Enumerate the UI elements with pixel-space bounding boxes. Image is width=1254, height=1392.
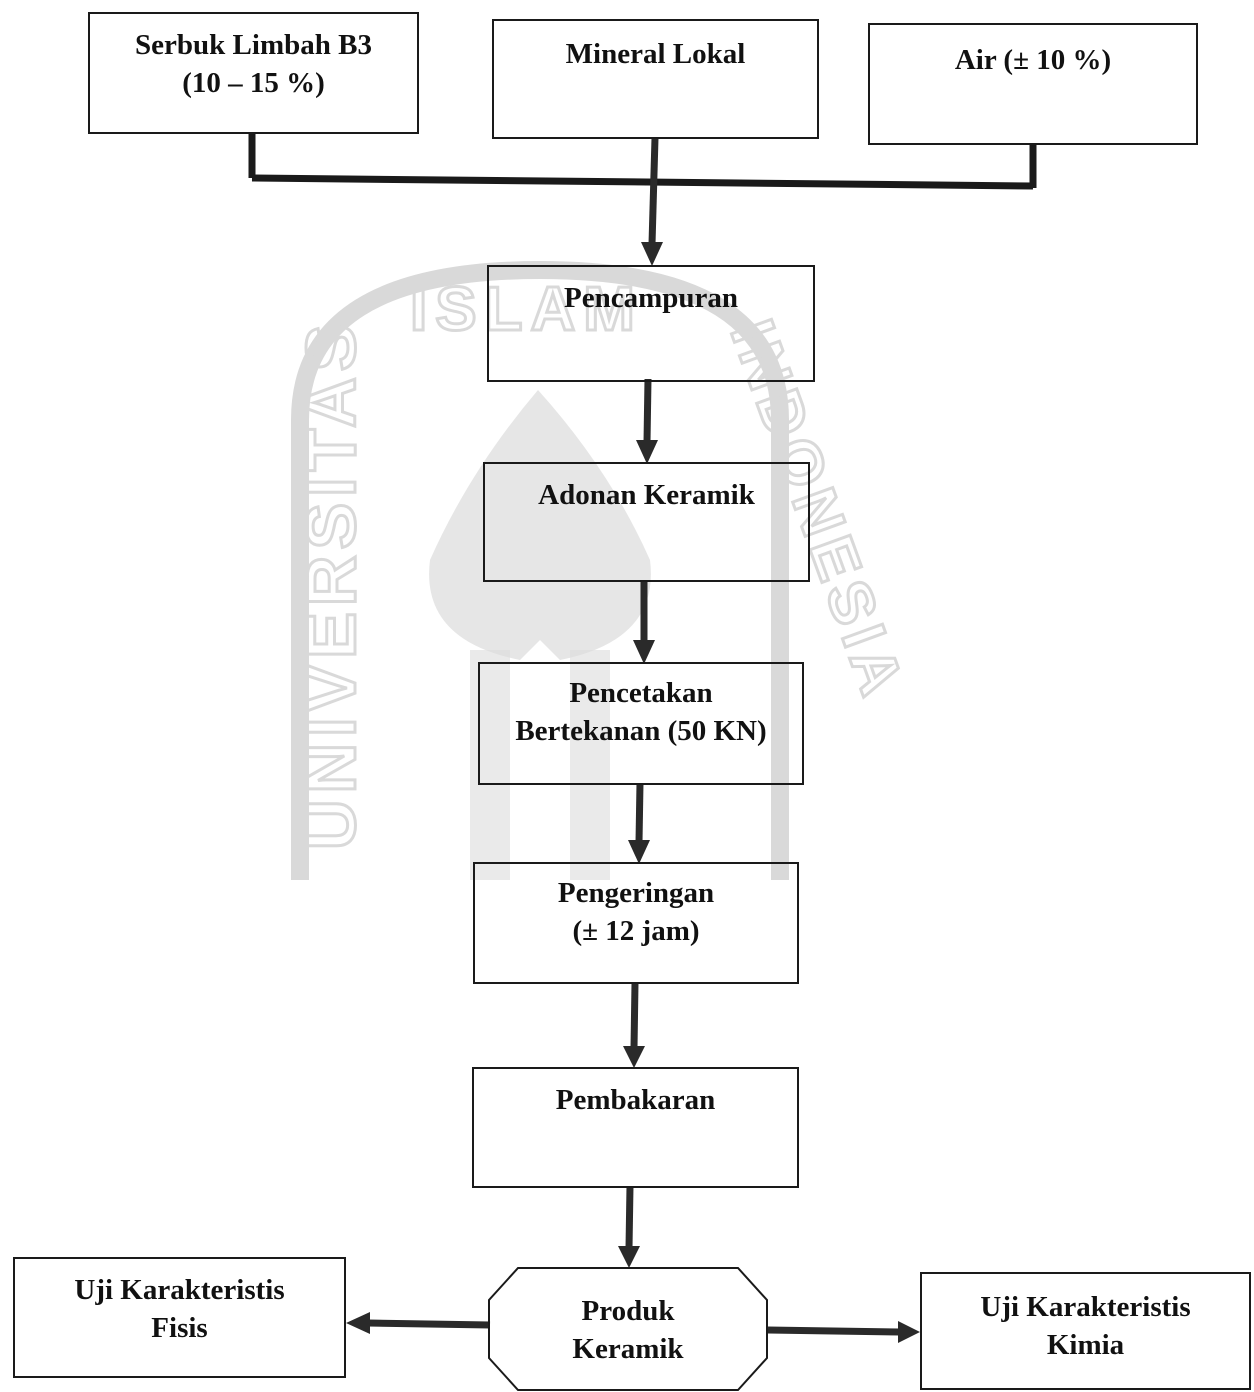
kimia-label-line2: Kimia <box>1046 1329 1125 1361</box>
step-pencetakan-box: Pencetakan Bertekanan (50 KN) <box>478 662 804 785</box>
input-air-box: Air (± 10 %) <box>868 23 1198 145</box>
test-kimia-box: Uji Karakteristis Kimia <box>920 1272 1251 1390</box>
input-serbuk-limbah-box: Serbuk Limbah B3 (10 – 15 %) <box>88 12 419 134</box>
arrowhead-adonan <box>636 440 658 464</box>
pencampuran-label: Pencampuran <box>564 282 738 314</box>
arrowhead-pencetakan <box>633 640 655 664</box>
pengeringan-label-line2: (± 12 jam) <box>572 915 700 947</box>
arrow-to-pengeringan <box>635 782 644 843</box>
step-adonan-keramik-box: Adonan Keramik <box>483 462 810 582</box>
step-pembakaran-box: Pembakaran <box>472 1067 799 1188</box>
connector-merge-bar <box>251 174 1034 190</box>
arrow-to-pembakaran <box>630 982 639 1049</box>
product-keramik-node: Produk Keramik <box>489 1268 767 1390</box>
serbuk-label-line1: Serbuk Limbah B3 <box>135 29 372 61</box>
step-pencampuran-box: Pencampuran <box>487 265 815 382</box>
arrowhead-pengeringan <box>628 840 650 864</box>
arrow-to-produk <box>625 1185 634 1249</box>
arrow-to-fisis <box>367 1319 491 1329</box>
step-pengeringan-box: Pengeringan (± 12 jam) <box>473 862 799 984</box>
adonan-label: Adonan Keramik <box>538 479 755 511</box>
pengeringan-label-line1: Pengeringan <box>557 877 715 909</box>
mineral-label: Mineral Lokal <box>565 38 746 70</box>
arrowhead-pembakaran <box>623 1046 645 1068</box>
arrowhead-fisis <box>346 1312 370 1334</box>
kimia-label-line1: Uji Karakteristis <box>980 1291 1191 1323</box>
arrowhead-produk <box>618 1246 640 1268</box>
input-mineral-lokal-box: Mineral Lokal <box>492 19 819 139</box>
product-octagon-shape <box>488 1267 768 1391</box>
pencetakan-label-line1: Pencetakan <box>569 677 713 709</box>
pencetakan-label-line2: Bertekanan (50 KN) <box>515 715 767 747</box>
arrowhead-pencampuran <box>641 242 663 266</box>
pembakaran-label: Pembakaran <box>555 1084 716 1116</box>
fisis-label-line1: Uji Karakteristis <box>74 1274 285 1306</box>
arrow-to-adonan <box>643 378 652 443</box>
produk-label-line1: Produk <box>581 1295 675 1327</box>
produk-label-line2: Keramik <box>572 1333 684 1365</box>
test-fisis-box: Uji Karakteristis Fisis <box>13 1257 346 1378</box>
arrow-to-kimia <box>767 1326 901 1336</box>
air-label: Air (± 10 %) <box>954 44 1112 76</box>
arrow-to-pencampuran <box>648 137 659 245</box>
arrowhead-kimia <box>898 1321 920 1343</box>
fisis-label-line2: Fisis <box>151 1312 208 1344</box>
serbuk-label-line2: (10 – 15 %) <box>182 67 325 99</box>
